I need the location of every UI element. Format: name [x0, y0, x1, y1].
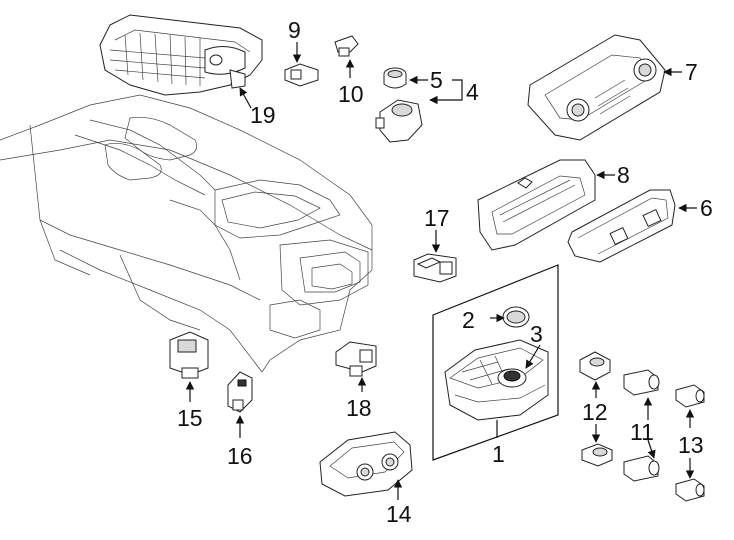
part-11-bulb: 11: [623, 369, 660, 482]
callout-11: 11: [630, 419, 654, 445]
part-4-switch: 4: [375, 79, 479, 143]
callout-14: 14: [386, 501, 412, 527]
callout-2: 2: [462, 307, 475, 333]
part-13-bulb: 13: [675, 384, 705, 502]
callout-18: 18: [346, 395, 372, 421]
part-7-climate-panel: 7: [527, 34, 698, 141]
part-19-tray: 19: [99, 14, 276, 128]
callout-5: 5: [430, 67, 443, 93]
part-8-bezel: 8: [477, 159, 630, 251]
callout-4: 4: [466, 79, 479, 105]
callout-6: 6: [700, 195, 713, 221]
part-9-sensor: 9: [284, 17, 319, 87]
part-1-shifter-box: 2 3 1: [432, 264, 559, 467]
callout-8: 8: [617, 162, 630, 188]
part-12-bulb-holder: 12: [579, 351, 613, 467]
callout-12: 12: [582, 399, 608, 425]
callout-13: 13: [678, 432, 704, 458]
callout-1: 1: [492, 441, 505, 467]
part-10-bulb: 10: [334, 35, 364, 107]
part-5-cap: 5: [383, 67, 443, 93]
part-17-switch: 17: [413, 205, 457, 283]
part-14-button-panel: 14: [319, 431, 413, 527]
callout-15: 15: [177, 405, 203, 431]
part-18-switch: 18: [335, 341, 377, 421]
callout-7: 7: [685, 59, 698, 85]
callout-10: 10: [338, 81, 364, 107]
callout-16: 16: [227, 443, 253, 469]
callout-17: 17: [424, 205, 450, 231]
callout-9: 9: [288, 17, 301, 43]
callout-3: 3: [530, 321, 543, 347]
part-6-switch-panel: 6: [567, 189, 713, 263]
center-console: [0, 94, 373, 373]
callout-19: 19: [250, 102, 276, 128]
part-15-switch: 15: [169, 331, 209, 431]
part-16-connector: 16: [227, 371, 253, 469]
